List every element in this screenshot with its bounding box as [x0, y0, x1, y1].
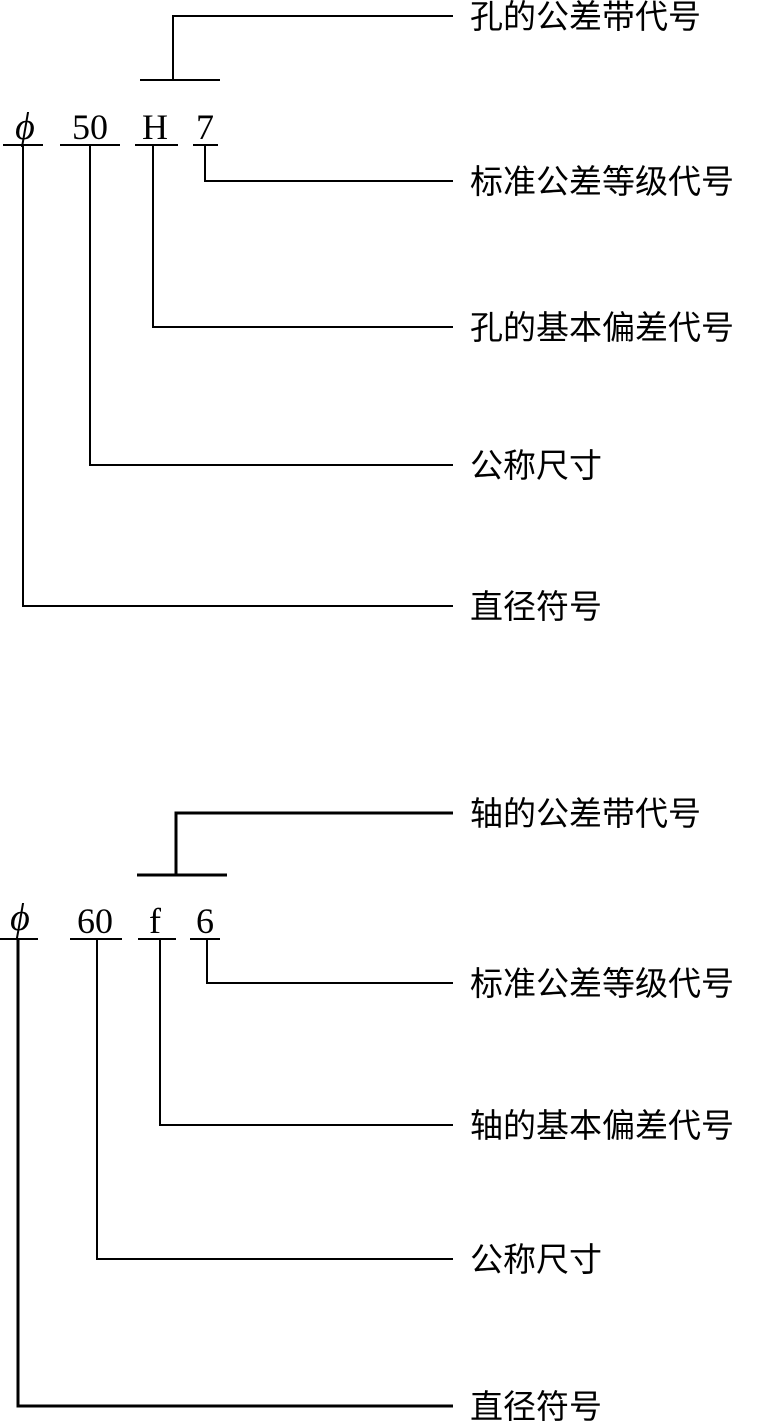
hole-size-leader [89, 145, 453, 466]
hole-zone-leader [172, 15, 453, 80]
shaft-grade-leader [206, 939, 453, 984]
shaft-size-value: 60 [77, 901, 113, 941]
hole-nominal-size-label: 公称尺寸 [470, 446, 602, 485]
hole-deviation-leader [152, 145, 453, 328]
shaft-diameter-leader [16, 939, 453, 1408]
shaft-deviation-label: 轴的基本偏差代号 [470, 1106, 734, 1145]
hole-deviation-label: 孔的基本偏差代号 [470, 308, 734, 347]
hole-grade-number: 7 [196, 107, 214, 147]
hole-deviation-letter: H [142, 107, 168, 147]
hole-tolerance-zone-label: 孔的公差带代号 [470, 0, 701, 36]
hole-grade-label: 标准公差等级代号 [470, 162, 734, 201]
shaft-nominal-size-label: 公称尺寸 [470, 1240, 602, 1279]
shaft-deviation-leader [159, 939, 453, 1126]
shaft-size-leader [96, 939, 453, 1260]
shaft-diameter-symbol: ϕ [10, 897, 30, 939]
shaft-notation-group: ϕ 60 f 6 轴的公差带代号 标准公差等级代号 轴的基本偏差代号 公称尺寸 … [0, 794, 734, 1425]
shaft-grade-number: 6 [196, 901, 214, 941]
hole-diameter-leader [22, 145, 453, 607]
shaft-grade-label: 标准公差等级代号 [470, 964, 734, 1003]
hole-diameter-label: 直径符号 [470, 587, 602, 626]
hole-size-value: 50 [72, 107, 108, 147]
hole-grade-leader [204, 145, 453, 182]
hole-diameter-symbol: ϕ [15, 106, 35, 148]
shaft-tolerance-zone-label: 轴的公差带代号 [470, 794, 701, 833]
shaft-deviation-letter: f [149, 901, 161, 941]
shaft-zone-leader [174, 811, 453, 875]
hole-notation-group: ϕ 50 H 7 孔的公差带代号 标准公差等级代号 孔的基本偏差代号 公称尺寸 … [3, 0, 734, 626]
shaft-diameter-label: 直径符号 [470, 1387, 602, 1425]
